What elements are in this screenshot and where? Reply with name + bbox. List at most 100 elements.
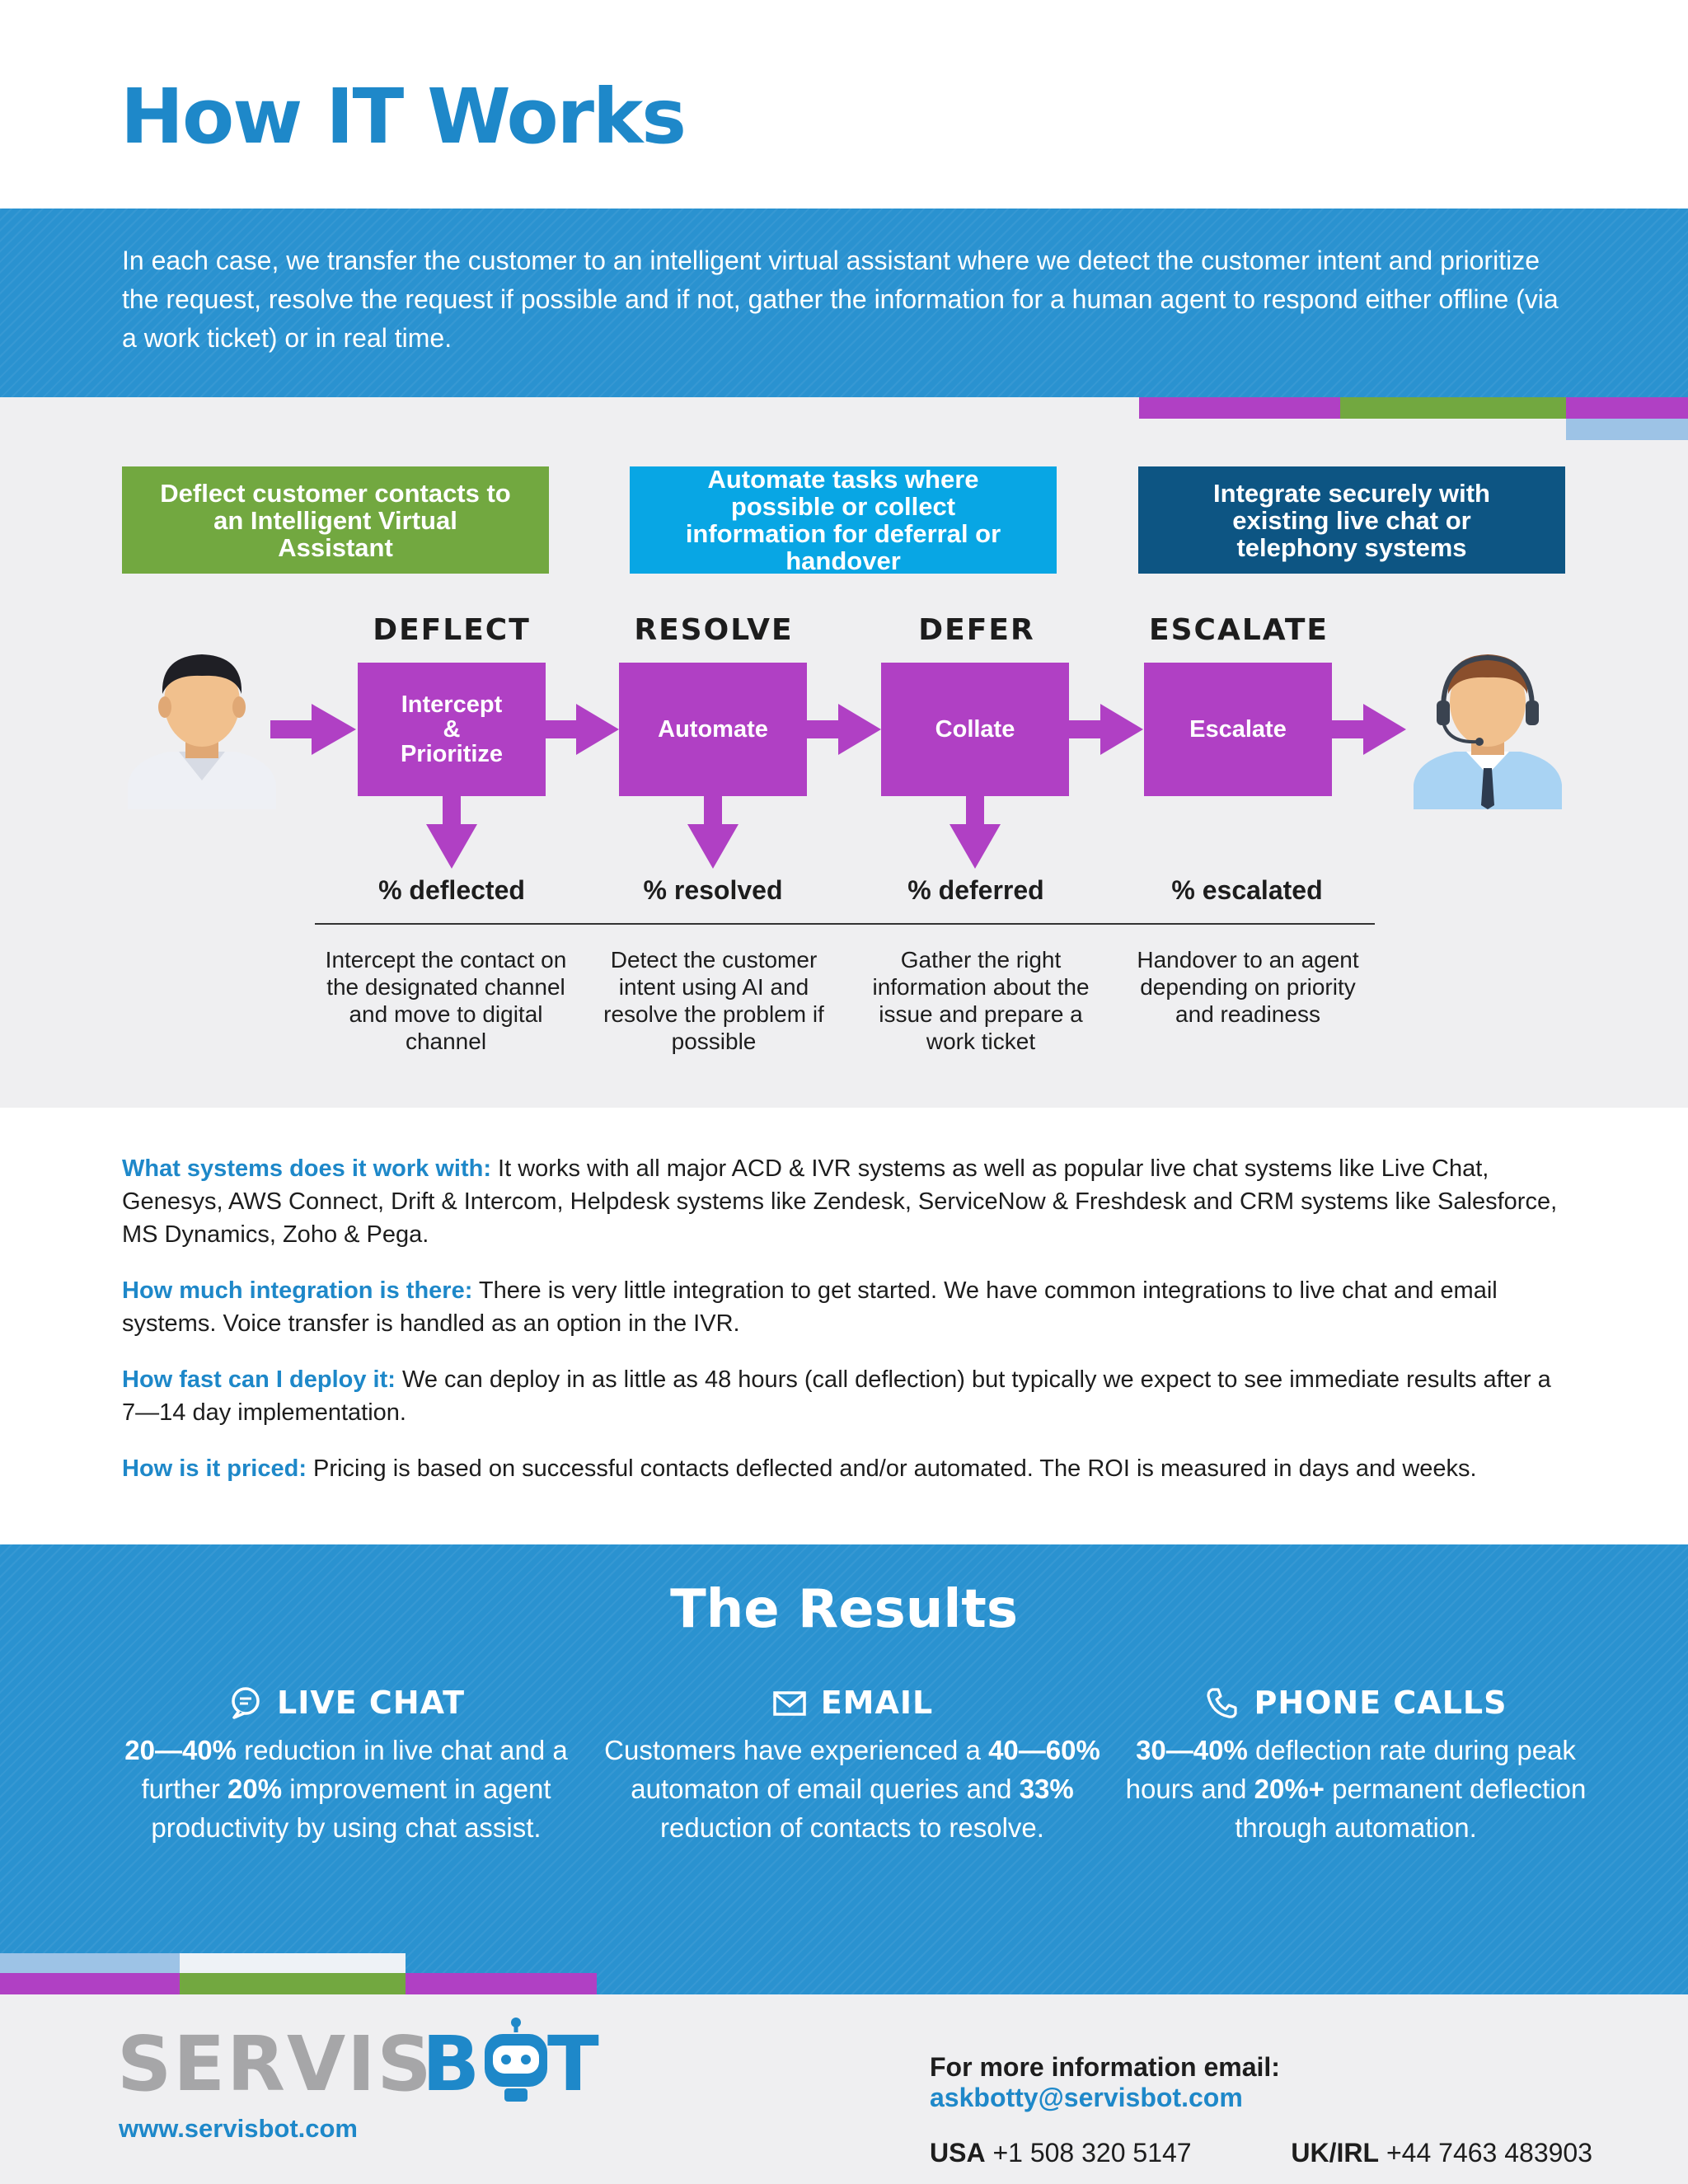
result-phone-text: 30—40% deflection rate during peak hours… <box>1100 1731 1611 1847</box>
results-stripe-green <box>180 1973 406 1994</box>
decor-stripe-purple-2 <box>1566 397 1688 419</box>
decor-stripe-purple <box>1139 397 1340 419</box>
decor-stripe-green <box>1340 397 1566 419</box>
stage-box-automate: Automate <box>619 663 807 796</box>
phone-uk-label: UK/IRL <box>1291 2138 1380 2168</box>
phone-numbers: USA +1 508 320 5147 UK/IRL +44 7463 4839… <box>930 2138 1592 2168</box>
results-stripe-light-blue <box>0 1953 180 1973</box>
results-stripe-purple-1 <box>0 1973 180 1994</box>
intro-text: In each case, we transfer the customer t… <box>122 246 1559 353</box>
result-email-text-1: automaton of email queries and <box>631 1774 1020 1804</box>
down-arrow-resolve <box>687 796 738 869</box>
faq-answer-systems: It works with all major ACD & IVR system… <box>122 1155 1558 1248</box>
faq-item-deploy: How fast can I deploy it: We can deploy … <box>122 1363 1566 1429</box>
stage-title-resolve: RESOLVE <box>634 613 794 647</box>
faq-section: What systems does it work with: It works… <box>122 1152 1566 1508</box>
phone-usa-label: USA <box>930 2138 986 2168</box>
stat-email-reduction: 33% <box>1019 1774 1074 1804</box>
stage-title-deflect: DEFLECT <box>373 613 531 647</box>
metric-deflected: % deflected <box>378 875 525 905</box>
stat-phone-deflection: 30—40% <box>1136 1735 1248 1765</box>
faq-question-systems: What systems does it work with: <box>122 1155 491 1182</box>
result-email-text: Customers have experienced a 40—60% auto… <box>597 1731 1108 1847</box>
phone-icon <box>1207 1688 1238 1718</box>
result-live-chat-text-2: improvement in agent productivity by usi… <box>151 1774 551 1843</box>
result-email-text-0: Customers have experienced a <box>604 1735 989 1765</box>
svg-text:B: B <box>422 2020 480 2107</box>
result-email-title: EMAIL <box>820 1685 934 1721</box>
result-phone: PHONE CALLS 30—40% deflection rate durin… <box>1100 1685 1611 1847</box>
results-title: The Results <box>670 1579 1018 1640</box>
faq-answer-pricing: Pricing is based on successful contacts … <box>313 1455 1477 1482</box>
faq-answer-integration: There is very little integration to get … <box>122 1277 1498 1337</box>
stage-box-intercept-label: Intercept & Prioritize <box>400 691 504 767</box>
category-automate: Automate tasks where possible or collect… <box>630 466 1057 574</box>
result-phone-heading: PHONE CALLS <box>1100 1685 1611 1721</box>
metric-deferred: % deferred <box>907 875 1044 905</box>
stage-title-defer: DEFER <box>918 613 1035 647</box>
faq-question-deploy: How fast can I deploy it: <box>122 1366 396 1393</box>
stat-chat-productivity: 20% <box>227 1774 283 1804</box>
stat-email-automation: 40—60% <box>988 1735 1100 1765</box>
contact-info: For more information email: askbotty@ser… <box>930 2052 1592 2168</box>
desc-defer: Gather the right information about the i… <box>872 947 1090 1054</box>
flow-arrow-2 <box>545 704 619 755</box>
faq-answer-deploy: We can deploy in as little as 48 hours (… <box>122 1366 1551 1426</box>
result-live-chat: LIVE CHAT 20—40% reduction in live chat … <box>91 1685 602 1847</box>
phone-usa-number[interactable]: +1 508 320 5147 <box>992 2138 1192 2168</box>
result-email-heading: EMAIL <box>597 1685 1108 1721</box>
contact-email-link[interactable]: askbotty@servisbot.com <box>930 2083 1243 2112</box>
desc-resolve: Detect the customer intent using AI and … <box>603 947 824 1054</box>
result-phone-title: PHONE CALLS <box>1254 1685 1507 1721</box>
stage-box-collate: Collate <box>881 663 1069 796</box>
faq-item-systems: What systems does it work with: It works… <box>122 1152 1566 1251</box>
agent-headset-icon <box>1414 654 1562 809</box>
category-integrate: Integrate securely with existing live ch… <box>1138 466 1565 574</box>
stage-box-escalate: Escalate <box>1144 663 1332 796</box>
contact-email-label: For more information email: <box>930 2052 1280 2082</box>
robot-head-icon <box>485 2018 547 2102</box>
results-section: The Results LIVE CHAT 20—40% reduction i… <box>0 1544 1688 1994</box>
stage-box-escalate-label: Escalate <box>1189 716 1287 743</box>
phone-uk: UK/IRL +44 7463 483903 <box>1291 2138 1592 2168</box>
website-link[interactable]: www.servisbot.com <box>119 2114 358 2143</box>
results-stripe-purple-2 <box>406 1973 597 1994</box>
result-phone-text-2: permanent deflection through automation. <box>1235 1774 1587 1843</box>
servisbot-logo: SERVIS B T <box>117 2018 599 2107</box>
result-live-chat-text-1: reduction in live chat and a further <box>141 1735 568 1804</box>
decor-stripe-light-blue <box>1566 419 1688 440</box>
category-deflect: Deflect customer contacts to an Intellig… <box>122 466 549 574</box>
flow-arrow-1 <box>270 704 356 755</box>
desc-escalate: Handover to an agent depending on priori… <box>1137 947 1359 1027</box>
stat-chat-reduction: 20—40% <box>124 1735 237 1765</box>
faq-item-pricing: How is it priced: Pricing is based on su… <box>122 1452 1566 1485</box>
result-email: EMAIL Customers have experienced a 40—60… <box>597 1685 1108 1847</box>
intro-band: In each case, we transfer the customer t… <box>0 209 1688 397</box>
category-integrate-label: Integrate securely with existing live ch… <box>1213 478 1490 562</box>
svg-text:T: T <box>547 2020 599 2107</box>
page-title: How IT Works <box>120 73 687 161</box>
customer-person-icon <box>128 654 276 809</box>
phone-uk-number[interactable]: +44 7463 483903 <box>1386 2138 1592 2168</box>
category-deflect-label: Deflect customer contacts to an Intellig… <box>160 478 511 562</box>
desc-deflect: Intercept the contact on the designated … <box>325 947 567 1054</box>
faq-question-pricing: How is it priced: <box>122 1455 307 1482</box>
results-stripe-white <box>180 1953 406 1973</box>
metric-divider <box>315 923 1375 925</box>
result-live-chat-heading: LIVE CHAT <box>91 1685 602 1721</box>
faq-item-integration: How much integration is there: There is … <box>122 1274 1566 1340</box>
result-email-text-2: reduction of contacts to resolve. <box>660 1812 1044 1843</box>
stage-title-escalate: ESCALATE <box>1149 613 1329 647</box>
result-live-chat-text: 20—40% reduction in live chat and a furt… <box>91 1731 602 1847</box>
flow-arrow-3 <box>807 704 881 755</box>
footer: SERVIS B T www.servisbot.com For more in… <box>0 1994 1688 2184</box>
stat-phone-permanent: 20%+ <box>1254 1774 1325 1804</box>
phone-usa: USA +1 508 320 5147 <box>930 2138 1192 2168</box>
flow-arrow-5 <box>1332 704 1406 755</box>
down-arrow-deflect <box>426 796 477 869</box>
metric-resolved: % resolved <box>643 875 783 905</box>
result-phone-text-1: deflection rate during peak hours and <box>1125 1735 1576 1804</box>
process-diagram: Deflect customer contacts to an Intellig… <box>0 397 1688 1108</box>
flow-arrow-4 <box>1069 704 1143 755</box>
category-automate-label: Automate tasks where possible or collect… <box>685 465 1001 575</box>
